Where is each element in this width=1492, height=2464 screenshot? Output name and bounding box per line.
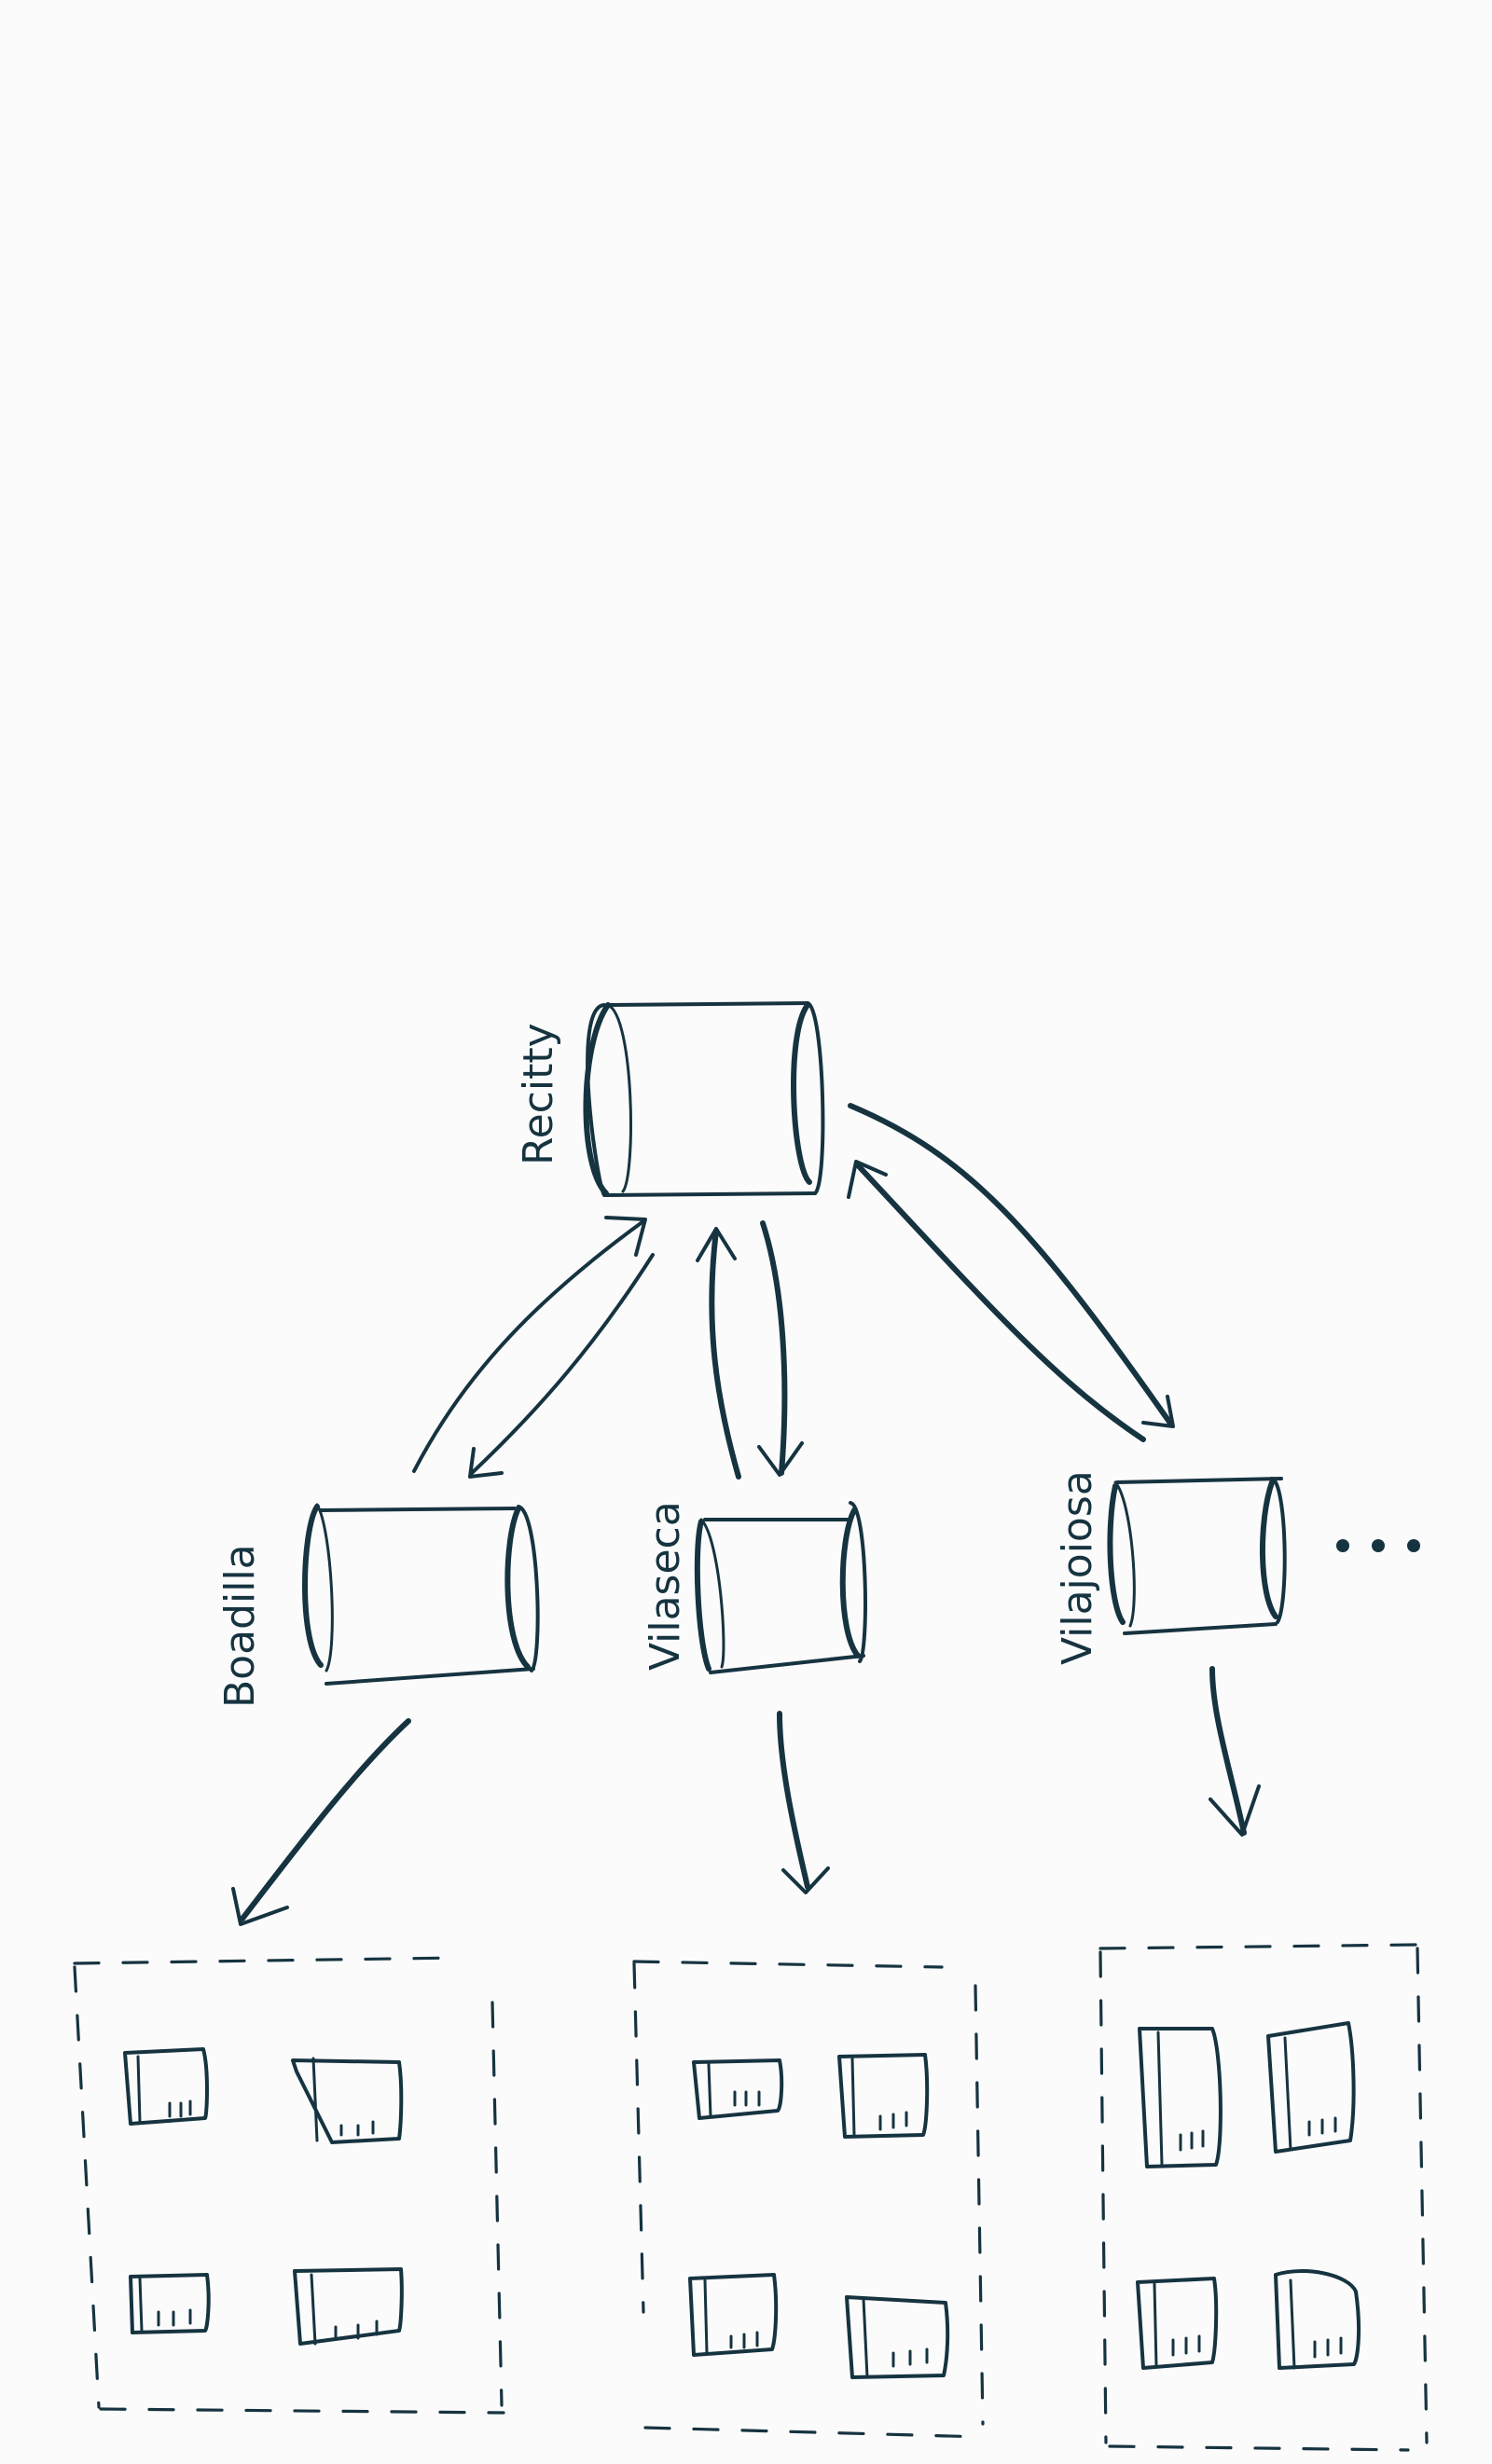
server-1 [123,2047,209,2126]
server-10 [1266,2021,1356,2154]
bottom-group-boadilla [73,1956,505,2415]
top-node-recitty: Recitty [515,1001,825,1197]
server-8 [845,2295,950,2379]
server-5 [692,2058,784,2120]
arrows-top-mid [412,1103,1175,1480]
mid-node-boadilla: Boadilla [216,1503,540,1708]
arrows-mid-bottom [231,1666,1261,1926]
continuation-ellipsis [1336,1539,1420,1552]
bottom-group-vilajoiosa [1098,1943,1429,2452]
mid-node-label-vilaseca: Vilaseca [642,1501,689,1671]
bottom-group-vilaseca [632,1960,985,2439]
mid-node-vilaseca: Vilaseca [642,1501,867,1674]
server-9 [1138,2027,1223,2168]
server-6 [837,2053,930,2139]
mid-node-label-boadilla: Boadilla [216,1544,264,1708]
server-4 [293,2267,404,2346]
mid-node-label-vilajoiosa: Vilajoiosa [1054,1470,1101,1665]
server-3 [129,2273,211,2334]
server-11 [1136,2277,1219,2370]
server-7 [688,2273,779,2357]
top-node-label: Recitty [515,1023,562,1165]
server-12 [1274,2269,1361,2370]
mid-node-vilajoiosa: Vilajoiosa [1054,1470,1287,1665]
server-2 [291,2057,404,2144]
